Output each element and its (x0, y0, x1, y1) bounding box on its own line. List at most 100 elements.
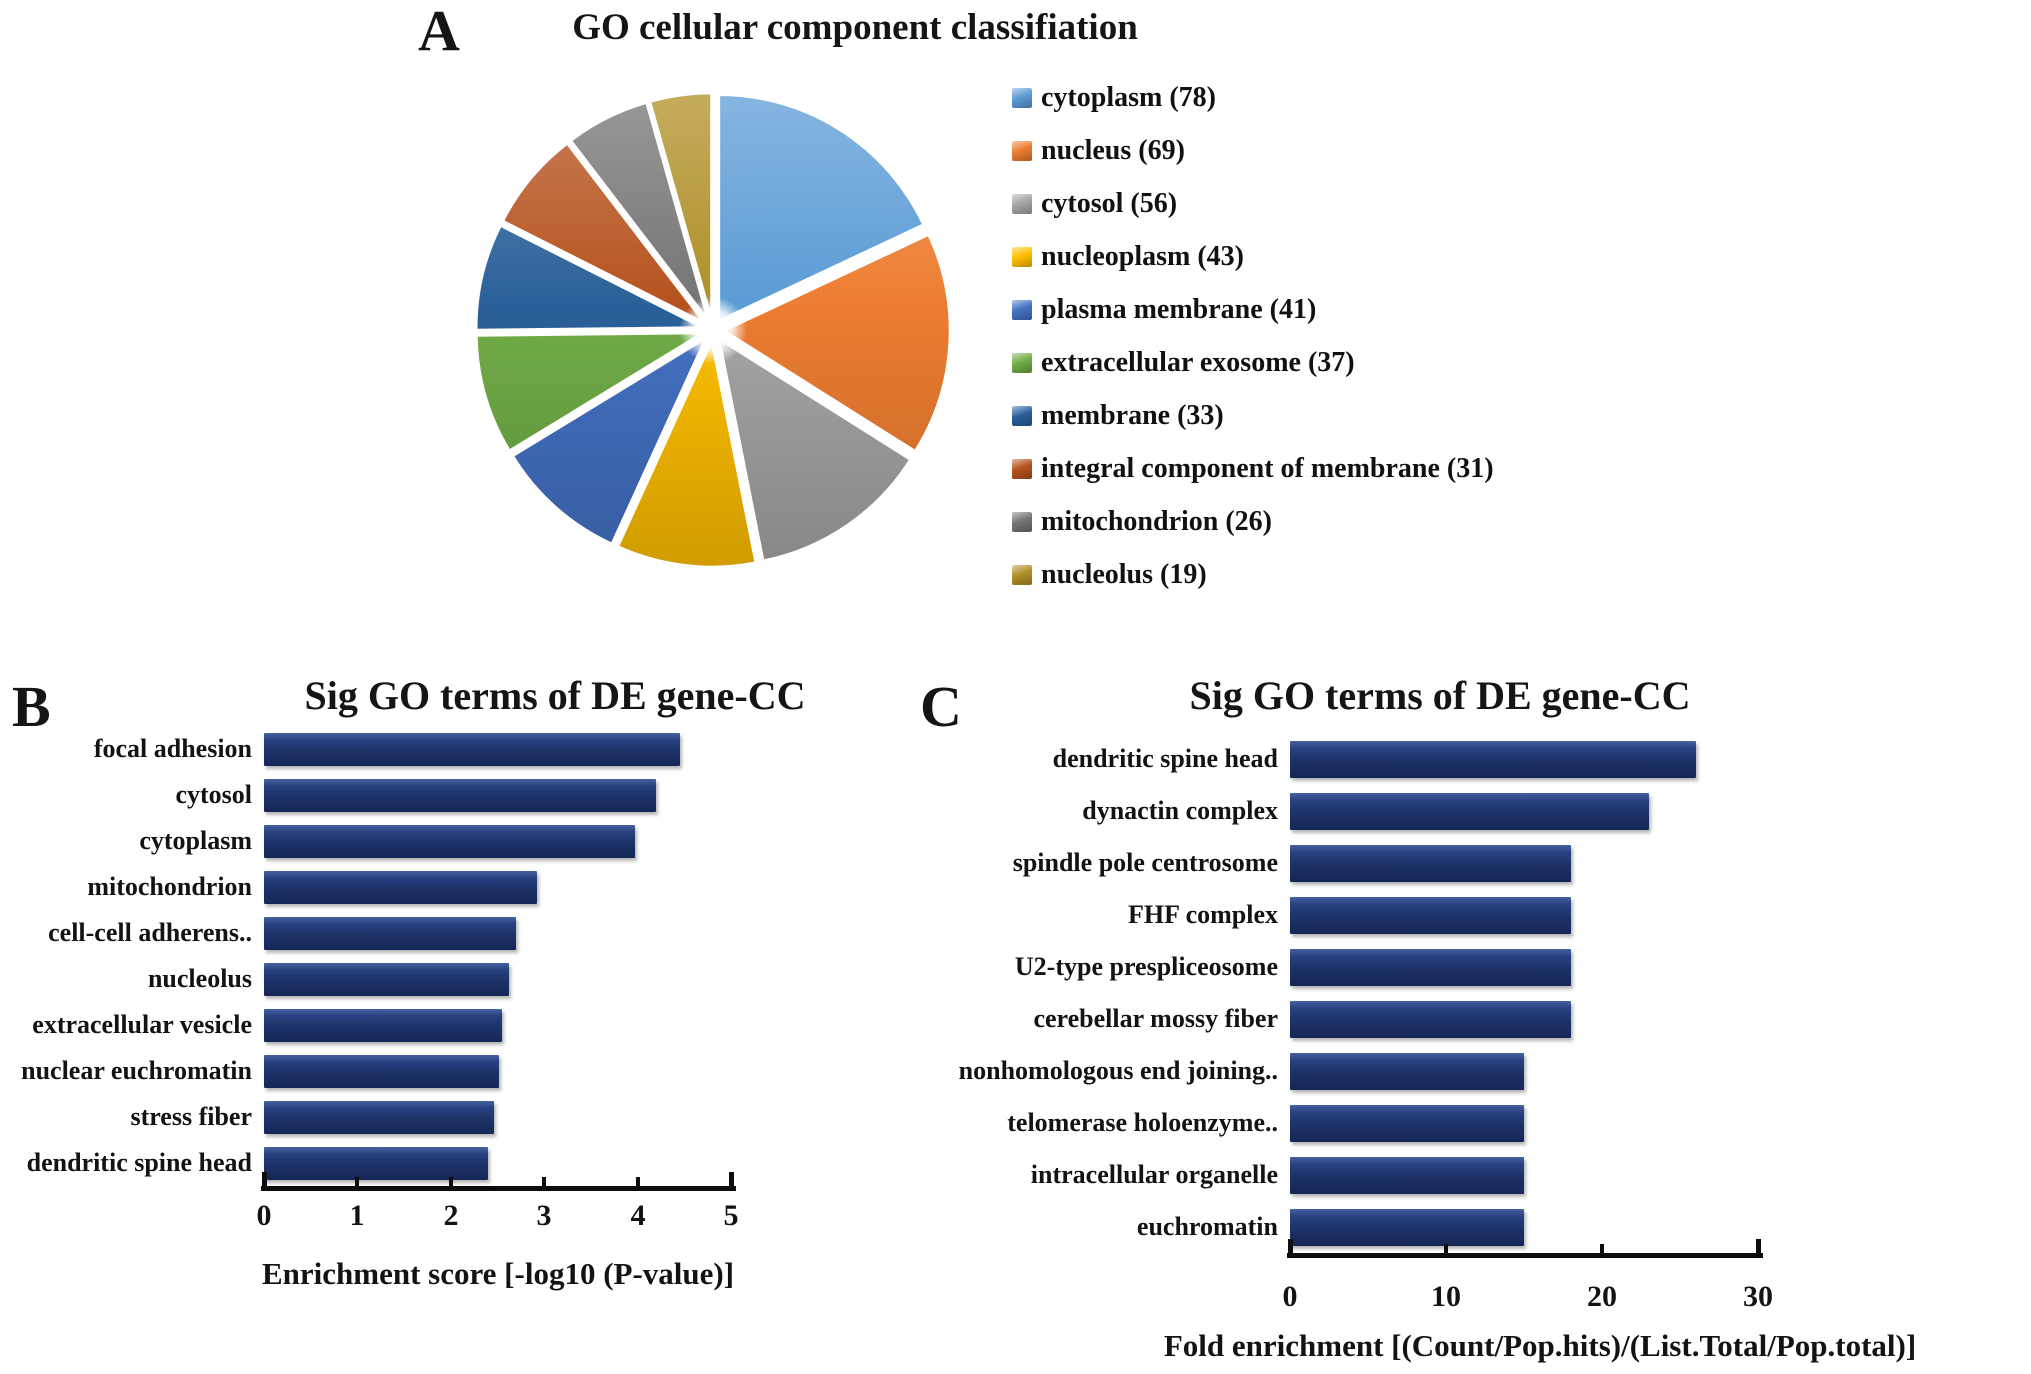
category-label: dynactin complex (1082, 796, 1278, 825)
legend-label: nucleolus (19) (1041, 559, 1207, 590)
legend-label: nucleoplasm (43) (1041, 241, 1244, 272)
category-label: intracellular organelle (1030, 1160, 1278, 1189)
bar-nucleolus (264, 962, 509, 996)
x-axis-tick (1756, 1239, 1761, 1255)
legend-swatch-icon (1012, 246, 1032, 267)
category-label: dendritic spine head (1052, 744, 1278, 773)
x-tick-label: 5 (723, 1199, 739, 1232)
x-tick-label: 4 (630, 1199, 646, 1232)
panel-c-letter: C (920, 674, 962, 739)
category-label: nonhomologous end joining.. (958, 1056, 1278, 1085)
x-tick-label: 10 (1431, 1280, 1461, 1313)
bar-dynactin-complex (1290, 792, 1649, 830)
legend-swatch-icon (1012, 458, 1032, 479)
legend-swatch-icon (1012, 564, 1032, 585)
legend-item: plasma membrane (41) (1012, 296, 1494, 324)
legend-label: integral component of membrane (31) (1041, 453, 1494, 484)
bar-nuclear-euchromatin (264, 1054, 499, 1088)
pie-slice-cytoplasm (717, 93, 925, 322)
legend-item: extracellular exosome (37) (1012, 347, 1494, 378)
legend-label: cytoplasm (78) (1041, 82, 1216, 113)
pie-center-glow (679, 296, 747, 364)
x-axis-tick (542, 1177, 546, 1190)
x-tick-label: 0 (1282, 1280, 1298, 1313)
bar-cytoplasm (264, 824, 635, 858)
pie-slice-integral-component-of-membrane (501, 142, 706, 325)
pie-slice-nucleoplasm (616, 339, 757, 569)
x-tick-label: 20 (1587, 1280, 1617, 1313)
category-label: stress fiber (130, 1102, 252, 1131)
bar-mitochondrion (264, 870, 537, 904)
legend-swatch-icon (1012, 299, 1032, 320)
category-label: cell-cell adherens.. (48, 918, 252, 947)
legend-item: integral component of membrane (31) (1012, 453, 1494, 484)
bar-stress-fiber (264, 1100, 494, 1134)
legend-label: extracellular exosome (37) (1041, 347, 1355, 378)
x-axis-tick (262, 1172, 267, 1188)
pie-chart-title: GO cellular component classifiation (572, 7, 1138, 48)
bar-focal-adhesion (264, 732, 680, 766)
legend-label: mitochondrion (26) (1041, 506, 1272, 537)
bar-intracellular-organelle (1290, 1156, 1524, 1194)
legend-label: membrane (33) (1041, 400, 1224, 431)
legend-item: cytosol (56) (1012, 190, 1494, 218)
pie-chart (475, 91, 952, 569)
x-axis (1287, 1253, 1763, 1258)
category-label: U2-type prespliceosome (1014, 952, 1278, 981)
category-label: spindle pole centrosome (1012, 848, 1278, 877)
x-axis-tick (1288, 1239, 1293, 1255)
legend-item: mitochondrion (26) (1012, 506, 1494, 537)
bar-nonhomologous-end-joining- (1290, 1052, 1524, 1090)
category-label: extracellular vesicle (32, 1010, 252, 1039)
category-label: cerebellar mossy fiber (1033, 1004, 1278, 1033)
category-label: nucleolus (147, 964, 252, 993)
legend-item: nucleus (69) (1012, 135, 1494, 166)
category-label: cytoplasm (139, 826, 252, 855)
x-axis-tick (1444, 1244, 1448, 1257)
x-tick-label: 0 (256, 1199, 272, 1232)
x-axis (261, 1186, 736, 1191)
x-axis-tick (1600, 1244, 1604, 1257)
bar-telomerase-holoenzyme- (1290, 1104, 1524, 1142)
category-label: mitochondrion (87, 872, 252, 901)
bar-spindle-pole-centrosome (1290, 844, 1571, 882)
x-tick-label: 30 (1743, 1280, 1773, 1313)
bar-chart-b-xlabel: Enrichment score [-log10 (P-value)] (261, 1256, 735, 1291)
bar-fhf-complex (1290, 896, 1571, 934)
pie-slice-cytosol (717, 337, 912, 562)
category-label: FHF complex (1128, 900, 1278, 929)
legend-swatch-icon (1012, 405, 1032, 426)
bar-chart-c-xlabel: Fold enrichment [(Count/Pop.hits)/(List.… (1163, 1328, 1917, 1363)
bar-dendritic-spine-head (1290, 740, 1696, 778)
bar-chart-b-title: Sig GO terms of DE gene-CC (304, 673, 806, 718)
category-label: focal adhesion (93, 734, 252, 763)
x-axis-tick (449, 1177, 453, 1190)
pie-legend: cytoplasm (78) nucleus (69) cytosol (56) nu… (1012, 82, 1494, 590)
bar-extracellular-vesicle (264, 1008, 502, 1042)
bar-cytosol (264, 778, 656, 812)
panel-a-letter: A (418, 0, 460, 63)
legend-swatch-icon (1012, 87, 1032, 108)
legend-item: cytoplasm (78) (1012, 82, 1494, 113)
pie-slice-extracellular-exosome (475, 331, 704, 452)
bar-euchromatin (1290, 1208, 1524, 1246)
category-label: dendritic spine head (26, 1148, 252, 1177)
legend-label: nucleus (69) (1041, 135, 1185, 166)
pie-slice-mitochondrion (569, 101, 710, 322)
pie-slice-nucleus (722, 233, 952, 453)
panel-b-letter: B (12, 674, 51, 739)
legend-item: membrane (33) (1012, 400, 1494, 431)
legend-swatch-icon (1012, 511, 1032, 532)
category-label: nuclear euchromatin (21, 1056, 252, 1085)
legend-item: nucleolus (19) (1012, 559, 1494, 590)
legend-swatch-icon (1012, 193, 1032, 214)
bar-cerebellar-mossy-fiber (1290, 1000, 1571, 1038)
pie-slice-plasma-membrane (511, 336, 707, 546)
x-tick-label: 1 (349, 1199, 365, 1232)
category-label: telomerase holoenzyme.. (1007, 1108, 1278, 1137)
bar-chart-c-title: Sig GO terms of DE gene-CC (1189, 673, 1691, 718)
bar-cell-cell-adherens- (264, 916, 516, 950)
x-axis-tick (355, 1177, 359, 1190)
legend-item: nucleoplasm (43) (1012, 241, 1494, 272)
